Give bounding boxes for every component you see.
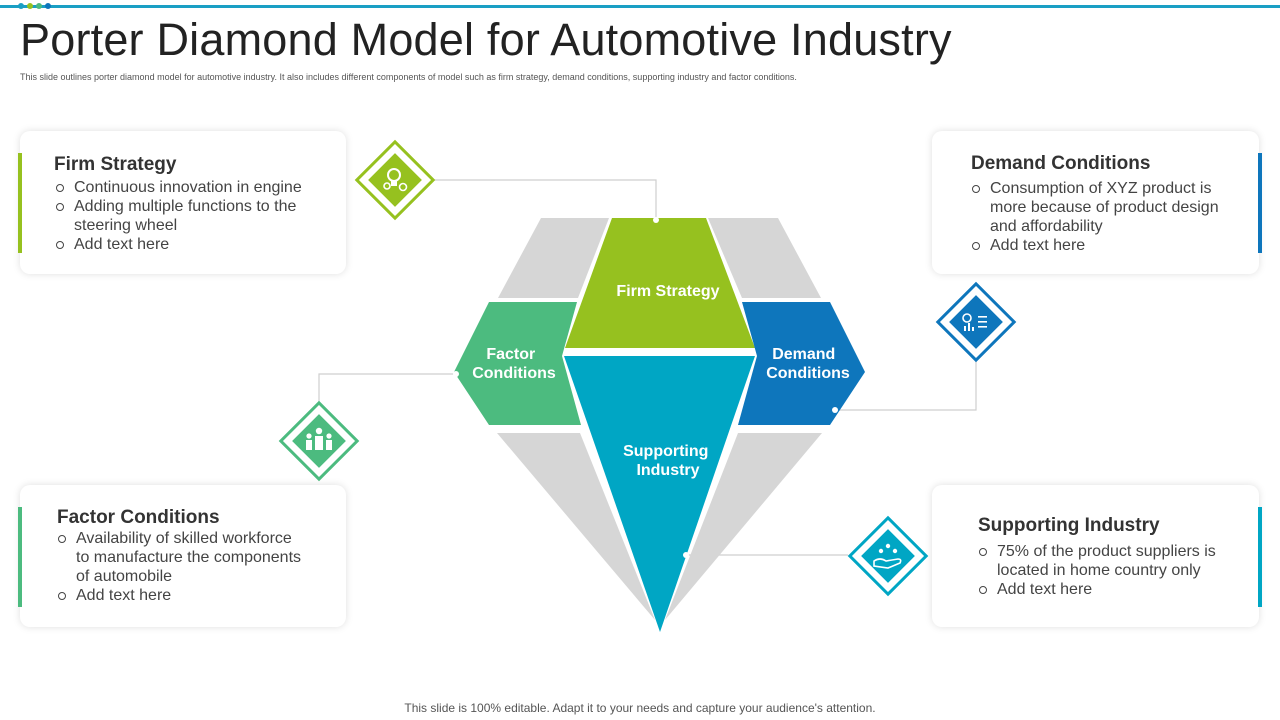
card-bullet-list: Availability of skilled workforce to manu… [57,529,337,605]
factor-conditions-segment [454,302,581,425]
card-bullet-line: Consumption of XYZ product is [990,180,1212,197]
card-bullet-line: Adding multiple functions to the [74,198,297,215]
card-bullet-line: Add text here [76,587,172,604]
card-accent-bar [1258,507,1262,607]
card-bullet-line: of automobile [76,568,173,585]
card-accent-bar [18,507,22,607]
card-bullet-line: located in home country only [997,562,1201,579]
decoration-dot [45,3,51,9]
card-bullet-item: Add text here [57,586,337,605]
card-bullet-line: 75% of the product suppliers is [997,543,1216,560]
card-bullet-item: Add text here [971,236,1241,255]
card-bullet-item: Continuous innovation in engine [55,178,335,197]
gray-facet-top-left [498,218,609,298]
supporting-industry-card: Supporting Industry 75% of the product s… [932,485,1262,627]
card-title: Supporting Industry [978,515,1160,536]
demand-conditions-card: Demand Conditions Consumption of XYZ pro… [932,131,1262,274]
decoration-dot [27,3,33,9]
connector-line-firm [434,179,657,220]
connector-dot [453,371,459,377]
factor-conditions-segment-label: Factor Conditions [472,346,556,382]
supporting-industry-segment [564,356,755,632]
decoration-dot [36,3,42,9]
segment-label-line: Supporting [623,443,708,460]
supporting-industry-segment-label: Supporting Industry [623,443,713,479]
factor-conditions-card: Factor Conditions Availability of skille… [18,485,346,627]
card-bullet-line: steering wheel [74,217,178,234]
card-bullet-item: Availability of skilled workforce to manu… [57,529,337,586]
hand-network-icon [847,515,929,597]
card-bullet-line: to manufacture the components [76,549,302,566]
segment-label-line: Industry [636,462,699,479]
footer-note: This slide is 100% editable. Adapt it to… [404,701,876,715]
card-bullet-line: Continuous innovation in engine [74,179,302,196]
diamond-gray-facets [497,218,822,620]
connector-dot [683,552,689,558]
segment-label-line: Conditions [472,365,556,382]
card-accent-bar [1258,153,1262,253]
card-bullet-line: Add text here [990,237,1086,254]
gray-facet-bottom-right [665,433,822,620]
gray-facet-bottom-left [497,433,655,620]
card-bullet-line: and affordability [990,218,1103,235]
card-bullet-line: Availability of skilled workforce [76,530,292,547]
card-title: Factor Conditions [57,507,220,528]
segment-label-line: Conditions [766,365,850,382]
connector-dot [653,217,659,223]
decoration-dot [18,3,24,9]
card-bullet-line: more because of product design [990,199,1219,216]
connector-line-demand [835,360,977,411]
analytics-dashboard-icon [935,281,1017,363]
connector-line-factor [318,373,456,403]
demand-conditions-segment [738,302,865,425]
segment-label-line: Firm Strategy [616,283,719,300]
card-bullet-item: Adding multiple functions to the steering… [55,197,335,235]
firm-strategy-card: Firm Strategy Continuous innovation in e… [18,131,346,274]
card-title: Demand Conditions [971,153,1151,174]
gray-facet-top-right [708,218,821,298]
segment-label-line: Demand [772,346,835,363]
card-title: Firm Strategy [54,154,177,175]
card-bullet-item: Add text here [978,580,1248,599]
card-accent-bar [18,153,22,253]
firm-strategy-segment [565,218,755,348]
card-bullet-item: Add text here [55,235,335,254]
connector-end-dots [453,217,838,558]
card-bullet-line: Add text here [74,236,170,253]
segment-label-line: Factor [486,346,535,363]
connector-dot [832,407,838,413]
card-bullet-item: Consumption of XYZ product is more becaus… [971,179,1241,236]
page-title: Porter Diamond Model for Automotive Indu… [20,14,952,65]
top-accent-bar [0,5,1280,8]
lightbulb-gears-icon [354,139,436,221]
card-bullet-line: Add text here [997,581,1093,598]
demand-conditions-segment-label: Demand Conditions [766,346,850,382]
card-bullet-list: Consumption of XYZ product is more becaus… [971,179,1241,255]
card-bullet-item: 75% of the product suppliers is located i… [978,542,1248,580]
firm-strategy-segment-label: Firm Strategy [616,283,719,300]
card-bullet-list: 75% of the product suppliers is located i… [978,542,1248,599]
top-decoration-dots [18,3,51,9]
page-subtitle: This slide outlines porter diamond model… [20,72,797,82]
workforce-people-icon [278,400,360,482]
